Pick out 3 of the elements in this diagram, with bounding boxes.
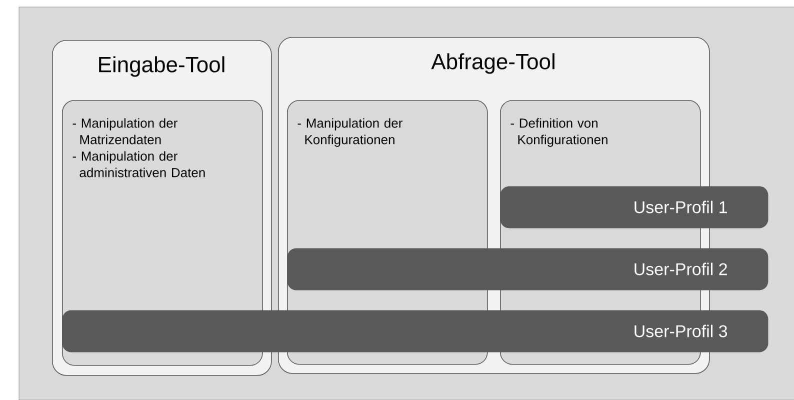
profile-bar: User-Profil 3 bbox=[62, 310, 768, 352]
profile-bar: User-Profil 1 bbox=[500, 186, 768, 228]
profile-bar: User-Profil 2 bbox=[287, 248, 768, 290]
